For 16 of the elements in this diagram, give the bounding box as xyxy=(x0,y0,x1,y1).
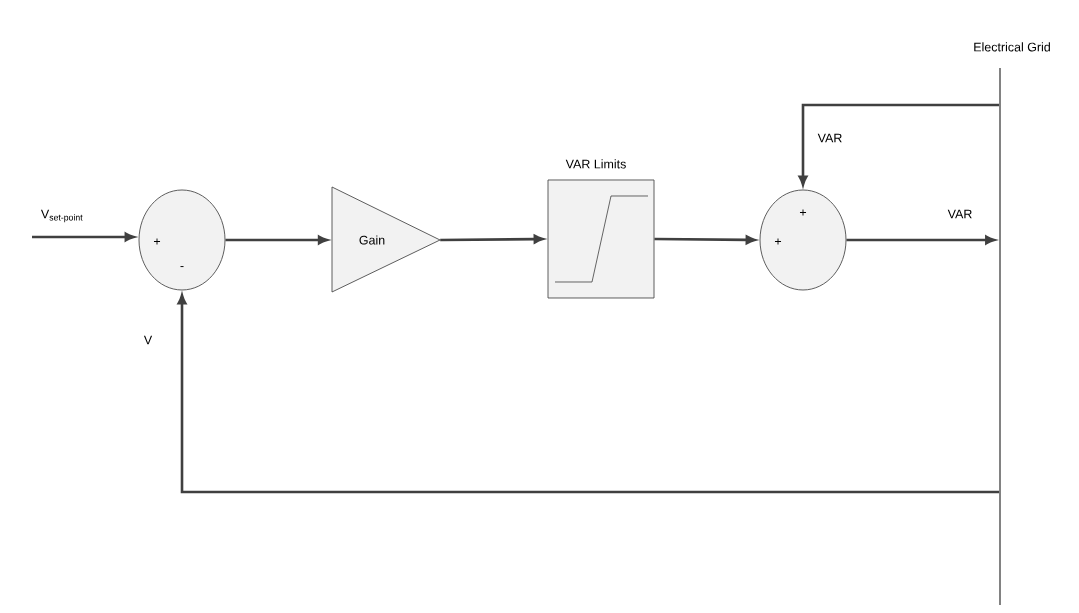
summing-junction: + + xyxy=(759,189,847,291)
summing-junction: + - xyxy=(138,189,226,291)
edge-label: VAR xyxy=(816,132,844,144)
edge-label: VAR xyxy=(946,208,974,220)
arrow xyxy=(846,235,996,245)
node-label: VAR Limits xyxy=(565,159,626,169)
edge-label: V xyxy=(142,334,154,346)
edge-label: V$_{set-point}$ xyxy=(39,208,85,224)
gain-triangle: Gain xyxy=(331,186,441,293)
arrow xyxy=(32,232,135,242)
arrow xyxy=(654,235,756,245)
arrow xyxy=(440,234,544,244)
limiter-block: VAR Limits xyxy=(547,159,655,299)
arrow xyxy=(177,294,1000,494)
grid-bus-line: Electrical Grid xyxy=(974,42,1050,605)
arrow xyxy=(798,103,1000,186)
